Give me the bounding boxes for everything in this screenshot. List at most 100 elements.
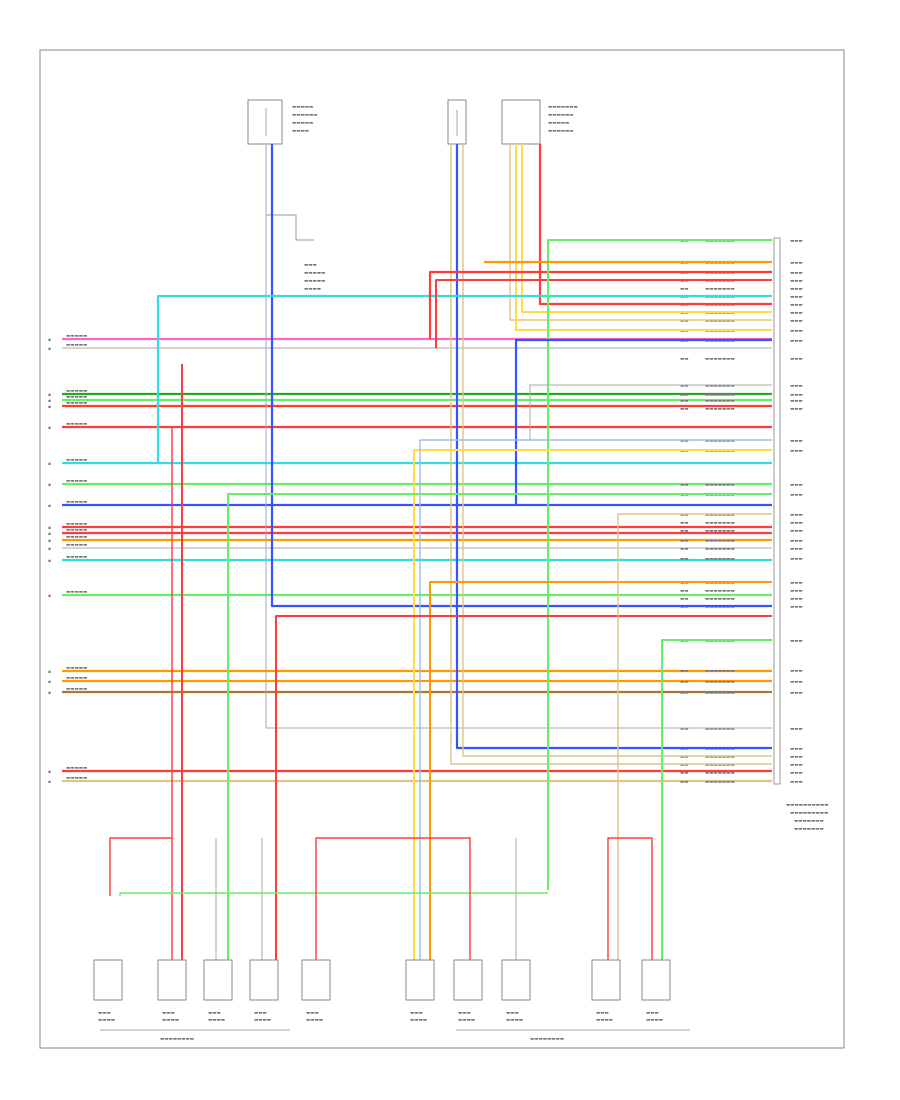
wire-v-sensor-c-4 — [538, 144, 772, 306]
pcm-wire-color-16: ▬▬▬▬▬▬▬ — [705, 407, 735, 412]
pcm-wire-code-31: ▬▬ — [680, 639, 689, 644]
wire-h-label-10: ▬▬▬▬▬ — [66, 522, 87, 527]
bottom-component-label-9: ▬▬▬ — [596, 1011, 609, 1016]
wire-v-sensor-b-tan — [450, 144, 772, 765]
wire-bottom-green — [119, 892, 548, 896]
wire-orange-mid — [429, 581, 772, 960]
pcm-wire-code-20: ▬▬ — [680, 493, 689, 498]
pcm-wire-code-4: ▬▬ — [680, 279, 689, 284]
svg-text:▬▬▬▬▬: ▬▬▬▬▬ — [292, 105, 313, 110]
wire-h-label-14: ▬▬▬▬▬ — [66, 555, 87, 560]
wire-h-label-19: ▬▬▬▬▬ — [66, 766, 87, 771]
pcm-wire-code-13: ▬▬ — [680, 384, 689, 389]
bottom-component-6 — [405, 959, 435, 1001]
svg-text:▬▬▬▬▬▬▬: ▬▬▬▬▬▬▬ — [794, 819, 824, 824]
diagram-frame — [39, 49, 845, 1049]
bottom-component-9 — [591, 959, 621, 1001]
pcm-wire-code-22: ▬▬ — [680, 521, 689, 526]
bottom-component-sublabel-9: ▬▬▬▬ — [596, 1018, 613, 1023]
pcm-pin-label-20: ▬▬▬ — [790, 493, 803, 498]
splice-note: ▬▬▬ ▬▬▬▬▬ ▬▬▬▬▬ ▬▬▬▬ — [266, 214, 325, 292]
pcm-wire-color-21: ▬▬▬▬▬▬▬ — [705, 513, 735, 518]
pcm-pin-label-25: ▬▬▬ — [790, 547, 803, 552]
bottom-component-5 — [301, 959, 331, 1001]
pcm-wire-color-7: ▬▬▬▬▬▬▬ — [705, 303, 735, 308]
pcm-wire-code-28: ▬▬ — [680, 589, 689, 594]
wire-h-label-1: ▬▬▬▬▬ — [66, 334, 87, 339]
svg-text:▬▬▬▬▬: ▬▬▬▬▬ — [292, 121, 313, 126]
pcm-wire-code-6: ▬▬ — [680, 295, 689, 300]
wire-h-label-3: ▬▬▬▬▬ — [66, 389, 87, 394]
pcm-wire-code-25: ▬▬ — [680, 547, 689, 552]
pcm-pin-label-9: ▬▬▬ — [790, 319, 803, 324]
pcm-wire-color-6: ▬▬▬▬▬▬▬ — [705, 295, 735, 300]
wire-h-label-9: ▬▬▬▬▬ — [66, 500, 87, 505]
pcm-pin-label-38: ▬▬▬ — [790, 763, 803, 768]
wire-h-label-7: ▬▬▬▬▬ — [66, 458, 87, 463]
pcm-pin-label-18: ▬▬▬ — [790, 449, 803, 454]
pcm-wire-code-26: ▬▬ — [680, 557, 689, 562]
pcm-wire-code-19: ▬▬ — [680, 483, 689, 488]
pcm-wire-color-18: ▬▬▬▬▬▬▬ — [705, 449, 735, 454]
pcm-wire-code-29: ▬▬ — [680, 597, 689, 602]
wire-gray-mid — [529, 384, 772, 440]
pcm-wire-color-20: ▬▬▬▬▬▬▬ — [705, 493, 735, 498]
pcm-wire-code-15: ▬▬ — [680, 399, 689, 404]
pcm-wire-code-1: ▬▬ — [680, 239, 689, 244]
wire-h-pin-20: ▪ — [48, 780, 51, 785]
pcm-wire-code-11: ▬▬ — [680, 339, 689, 344]
pcm-pin-label-14: ▬▬▬ — [790, 393, 803, 398]
pcm-pin-label-12: ▬▬▬ — [790, 357, 803, 362]
pcm-wire-code-2: ▬▬ — [680, 261, 689, 266]
pcm-wire-color-22: ▬▬▬▬▬▬▬ — [705, 521, 735, 526]
svg-text:▬▬▬▬▬: ▬▬▬▬▬ — [304, 271, 325, 276]
pcm-wire-color-33: ▬▬▬▬▬▬▬ — [705, 680, 735, 685]
top-sensor-a: ▬▬▬▬▬ ▬▬▬▬▬▬ ▬▬▬▬▬ ▬▬▬▬ — [247, 99, 318, 145]
pcm-wire-color-17: ▬▬▬▬▬▬▬ — [705, 439, 735, 444]
pcm-pin-label-10: ▬▬▬ — [790, 329, 803, 334]
pcm-pin-label-29: ▬▬▬ — [790, 597, 803, 602]
bottom-component-7 — [453, 959, 483, 1001]
wire-h-pin-2: ▪ — [48, 347, 51, 352]
pcm-wire-code-17: ▬▬ — [680, 439, 689, 444]
wire-h-pin-13: ▪ — [48, 547, 51, 552]
wire-h-pin-10: ▪ — [48, 526, 51, 531]
bottom-component-sublabel-1: ▬▬▬▬ — [98, 1018, 115, 1023]
bottom-component-1 — [93, 959, 123, 1001]
pcm-wire-color-1: ▬▬▬▬▬▬▬ — [705, 239, 735, 244]
pcm-pin-label-40: ▬▬▬ — [790, 780, 803, 785]
wire-h-pin-8: ▪ — [48, 483, 51, 488]
pcm-wire-color-4: ▬▬▬▬▬▬▬ — [705, 279, 735, 284]
pcm-wire-color-3: ▬▬▬▬▬▬▬ — [705, 271, 735, 276]
wire-h-label-2: ▬▬▬▬▬ — [66, 343, 87, 348]
bottom-component-sublabel-10: ▬▬▬▬ — [646, 1018, 663, 1023]
bottom-component-label-4: ▬▬▬ — [254, 1011, 267, 1016]
wire-h-label-18: ▬▬▬▬▬ — [66, 687, 87, 692]
wire-red-bot — [275, 615, 772, 960]
bottom-component-label-3: ▬▬▬ — [208, 1011, 221, 1016]
pcm-pin-label-7: ▬▬▬ — [790, 303, 803, 308]
pcm-wire-code-12: ▬▬ — [680, 357, 689, 362]
bottom-component-sublabel-2: ▬▬▬▬ — [162, 1018, 179, 1023]
pcm-wire-color-27: ▬▬▬▬▬▬▬ — [705, 581, 735, 586]
wire-pink-loop — [428, 270, 772, 339]
wire-h-label-8: ▬▬▬▬▬ — [66, 479, 87, 484]
wire-h-pin-1: ▪ — [48, 338, 51, 343]
top-sensor-c: ▬▬▬▬▬▬▬ ▬▬▬▬▬▬ ▬▬▬▬▬ ▬▬▬▬▬▬ — [501, 99, 578, 145]
pcm-pin-label-27: ▬▬▬ — [790, 581, 803, 586]
wire-h-pin-19: ▪ — [48, 770, 51, 775]
pcm-wire-code-7: ▬▬ — [680, 303, 689, 308]
svg-text:▬▬▬▬▬▬▬▬▬▬: ▬▬▬▬▬▬▬▬▬▬ — [786, 803, 829, 808]
wire-h-pin-12: ▪ — [48, 539, 51, 544]
pcm-wire-code-34: ▬▬ — [680, 691, 689, 696]
wire-h-pin-4: ▪ — [48, 399, 51, 404]
pcm-pin-label-13: ▬▬▬ — [790, 384, 803, 389]
wire-lightblue-mid — [419, 439, 772, 960]
bottom-component-2 — [157, 959, 187, 1001]
pcm-wire-color-26: ▬▬▬▬▬▬▬ — [705, 557, 735, 562]
wire-v-sensor-b-tan2 — [462, 144, 772, 757]
pcm-pin-label-8: ▬▬▬ — [790, 311, 803, 316]
pcm-wire-code-38: ▬▬ — [680, 763, 689, 768]
pcm-wire-code-10: ▬▬ — [680, 329, 689, 334]
bottom-component-3 — [203, 959, 233, 1001]
